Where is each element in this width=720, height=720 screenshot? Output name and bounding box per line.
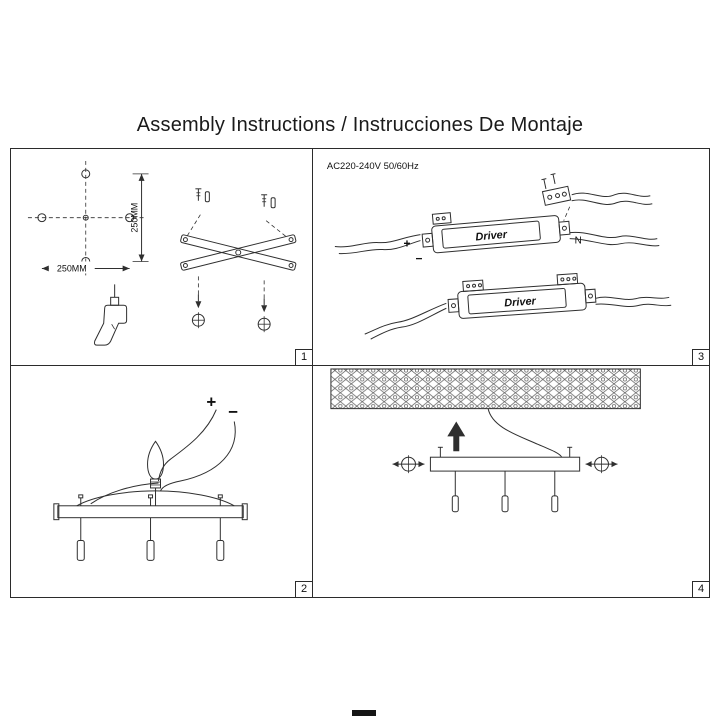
hanging-rods <box>451 471 559 513</box>
panel-wiring-drivers: AC220-240V 50/60Hz <box>313 149 709 366</box>
screw-rotation-icon <box>392 455 425 474</box>
mounting-bracket-exploded <box>180 188 297 333</box>
wire <box>90 482 159 505</box>
threaded-post <box>78 494 223 506</box>
panel-fixture-assembly: + − <box>11 366 313 597</box>
wire <box>571 192 651 197</box>
wire <box>370 307 447 340</box>
panel-drilling-template: 250MM 250MM <box>11 149 313 366</box>
drill-icon <box>93 284 128 346</box>
led-driver-1: Driver <box>421 212 571 254</box>
screw-direction-indicator <box>191 276 205 329</box>
screw-anchor-icon <box>187 188 210 236</box>
wire <box>334 234 421 248</box>
wire <box>338 240 421 255</box>
drill-hole-pattern <box>27 160 144 276</box>
screw-rotation-icon <box>585 455 618 474</box>
panel-number-badge: 4 <box>692 581 709 597</box>
wire-neutral-label: N <box>575 236 582 247</box>
dimension-vertical-label: 250MM <box>130 203 140 233</box>
panel1-diagram: 250MM 250MM <box>27 160 297 346</box>
bracket-bar <box>180 234 297 271</box>
dimension-horizontal-label: 250MM <box>57 263 87 273</box>
fixture-arm <box>76 490 156 507</box>
wire <box>160 421 236 492</box>
panel-number-badge: 1 <box>295 349 312 365</box>
screw-direction-indicator <box>257 280 271 333</box>
screw-anchor-icon <box>261 194 287 237</box>
ceiling-hatch <box>330 368 641 410</box>
polarity-plus-label: + <box>206 393 216 412</box>
wire <box>569 231 658 240</box>
polarity-plus-label: + <box>404 237 411 251</box>
panel-ceiling-mounting: 4 <box>313 366 709 597</box>
driver-label: Driver <box>475 229 508 244</box>
panel4-diagram <box>330 368 641 513</box>
driver-label: Driver <box>504 295 537 309</box>
terminal-block <box>541 173 572 206</box>
wire <box>571 199 653 205</box>
wire <box>569 238 660 247</box>
fixture-arm <box>155 490 235 507</box>
panel-number-badge: 2 <box>295 581 312 597</box>
led-driver-2: Driver <box>447 272 597 319</box>
up-arrow-icon <box>447 421 466 452</box>
mounting-bar <box>53 503 248 521</box>
wire <box>364 302 447 335</box>
polarity-minus-label: − <box>415 251 422 265</box>
dimension-horizontal: 250MM <box>41 261 130 273</box>
wire <box>595 296 670 300</box>
panel-number-badge: 3 <box>692 349 709 365</box>
hanging-rods <box>76 517 225 561</box>
ceiling-plate <box>429 446 581 472</box>
candle-bulb <box>147 440 164 506</box>
page-title: Assembly Instructions / Instrucciones De… <box>136 114 584 136</box>
wire <box>158 409 217 482</box>
wire <box>595 303 672 308</box>
dimension-vertical: 250MM <box>130 173 149 262</box>
panel3-diagram: AC220-240V 50/60Hz <box>327 161 672 340</box>
polarity-minus-label: − <box>228 403 238 422</box>
power-wire <box>487 408 563 458</box>
bracket-bar <box>180 234 297 271</box>
footer-mark <box>352 710 376 716</box>
panel2-diagram: + − <box>53 393 248 561</box>
power-spec-label: AC220-240V 50/60Hz <box>327 161 419 172</box>
panels-grid: 250MM 250MM <box>10 148 710 598</box>
